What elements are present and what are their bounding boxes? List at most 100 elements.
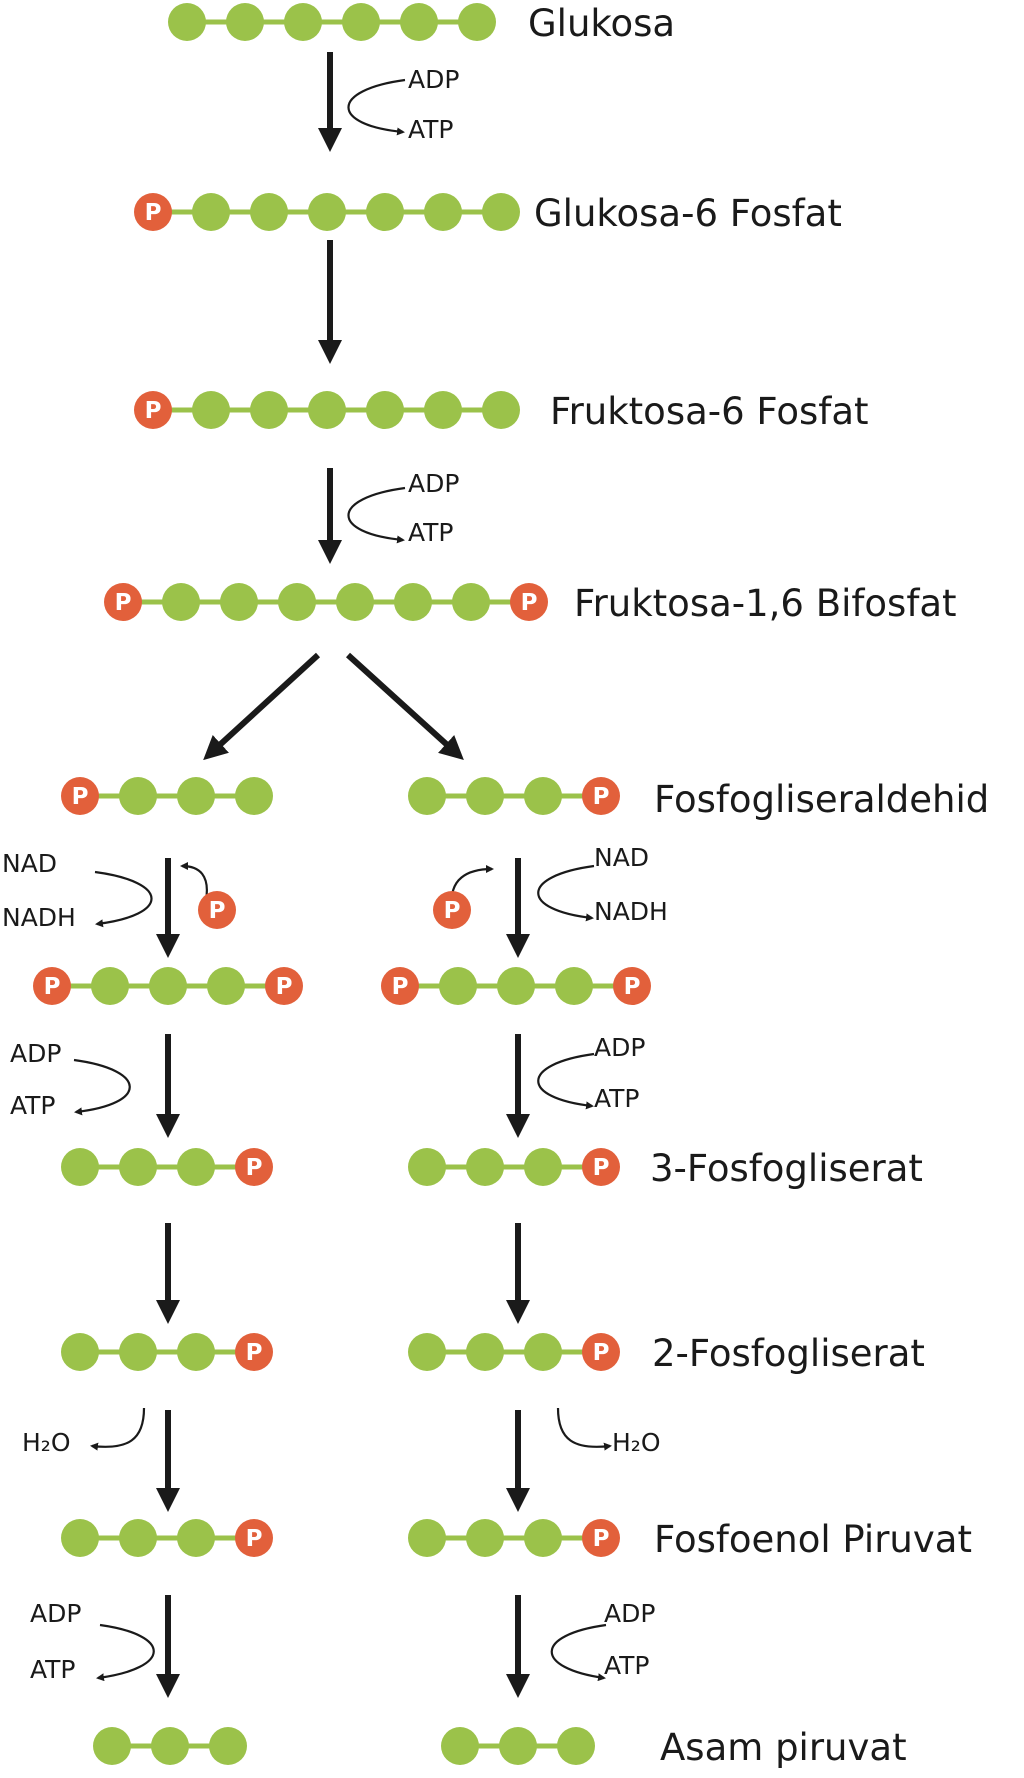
phosphate-group (582, 777, 620, 815)
carbon-atom (424, 391, 462, 429)
label-adp-2: ADP (408, 469, 459, 498)
molecule-gap-right: P (408, 777, 620, 815)
phosphate-group (61, 777, 99, 815)
carbon-atom (192, 391, 230, 429)
phosphate-symbol: P (624, 974, 641, 1000)
phosphate-symbol: P (593, 1340, 610, 1366)
phosphate-group (582, 1148, 620, 1186)
molecule-g6p: P (134, 193, 520, 231)
carbon-atom (119, 1148, 157, 1186)
carbon-atom (151, 1727, 189, 1765)
carbon-atom (93, 1727, 131, 1765)
carbon-atom (466, 1333, 504, 1371)
phosphate-group (582, 1333, 620, 1371)
label-nad-left: NAD (2, 849, 57, 878)
carbon-atom (441, 1727, 479, 1765)
molecule-pyr-left (93, 1727, 247, 1765)
label-adp-right: ADP (594, 1033, 645, 1062)
phosphate-symbol: P (145, 200, 162, 226)
phosphate-group (582, 1519, 620, 1557)
phosphate-symbol: P (593, 1155, 610, 1181)
carbon-atom (408, 1333, 446, 1371)
cofactor-labels: ADP ATP ADP ATP NAD NADH NAD NADH ADP AT… (2, 65, 668, 1684)
carbon-atom (524, 1333, 562, 1371)
carbon-atom (482, 193, 520, 231)
label-adp-left-2: ADP (30, 1599, 81, 1628)
phosphate-symbol: P (246, 1155, 263, 1181)
label-nadh-left: NADH (2, 903, 76, 932)
carbon-atom (466, 777, 504, 815)
phosphate-group (265, 967, 303, 1005)
carbon-atom (168, 3, 206, 41)
label-f16bp: Fruktosa-1,6 Bifosfat (574, 582, 957, 625)
phosphate-symbol: P (246, 1526, 263, 1552)
label-atp-right: ATP (594, 1084, 640, 1113)
carbon-atom (524, 1148, 562, 1186)
carbon-atom (61, 1519, 99, 1557)
carbon-atom (278, 583, 316, 621)
curve-adp-atp-2 (347, 486, 406, 544)
phosphate-symbol: P (246, 1340, 263, 1366)
label-pep: Fosfoenol Piruvat (654, 1518, 972, 1561)
carbon-atom (119, 1333, 157, 1371)
carbon-atom (61, 1333, 99, 1371)
molecule-pep-left: P (61, 1519, 273, 1557)
carbon-atom (482, 391, 520, 429)
molecule-labels: Glukosa Glukosa-6 Fosfat Fruktosa-6 Fosf… (528, 2, 989, 1769)
carbon-atom (394, 583, 432, 621)
phosphate-group (134, 193, 172, 231)
carbon-atom (250, 391, 288, 429)
carbon-atom (466, 1148, 504, 1186)
carbon-atom (192, 193, 230, 231)
carbon-atom (91, 967, 129, 1005)
curve-water-left (90, 1407, 146, 1451)
molecule-2pg-right: P (408, 1333, 620, 1371)
label-2pg: 2-Fosfogliserat (652, 1332, 925, 1375)
molecule-pyr-right (441, 1727, 595, 1765)
phosphate-symbol: P (276, 974, 293, 1000)
molecule-2pg-left: P (61, 1333, 273, 1371)
label-glukosa: Glukosa (528, 2, 675, 45)
carbon-atom (235, 777, 273, 815)
label-adp-left: ADP (10, 1039, 61, 1068)
carbon-atom (499, 1727, 537, 1765)
curve-adp-atp-1 (347, 78, 406, 136)
carbon-atom (177, 777, 215, 815)
free-phosphate-right (433, 891, 471, 929)
label-pyr: Asam piruvat (660, 1726, 907, 1769)
label-atp-left-2: ATP (30, 1655, 76, 1684)
carbon-atom (308, 193, 346, 231)
carbon-atom (177, 1148, 215, 1186)
label-water-right: H₂O (612, 1428, 661, 1457)
curve-nad-left (94, 870, 153, 928)
label-atp-2: ATP (408, 518, 454, 547)
carbon-atom (250, 193, 288, 231)
curve-adp-atp-left (73, 1058, 131, 1116)
carbon-atom (336, 583, 374, 621)
carbon-atom (452, 583, 490, 621)
carbon-atom (119, 1519, 157, 1557)
carbon-atom (424, 193, 462, 231)
curve-water-right (556, 1407, 612, 1451)
curve-p-left (180, 862, 208, 901)
curve-adp-atp-right (537, 1052, 595, 1110)
label-adp-right-2: ADP (604, 1599, 655, 1628)
molecule-glukosa (168, 3, 496, 41)
curve-adp-atp-left-2 (96, 1623, 155, 1682)
pathway-arrows (156, 52, 530, 1698)
carbon-atom (61, 1148, 99, 1186)
carbon-atom (408, 1519, 446, 1557)
label-adp-1: ADP (408, 65, 459, 94)
phosphate-symbol: P (72, 784, 89, 810)
carbon-atom (466, 1519, 504, 1557)
phosphate-symbol: P (444, 898, 461, 924)
label-atp-right-2: ATP (604, 1651, 650, 1680)
molecule-pep-right: P (408, 1519, 620, 1557)
carbon-atom (408, 1148, 446, 1186)
label-gap: Fosfogliseraldehid (654, 778, 989, 821)
phosphate-symbol: P (593, 784, 610, 810)
